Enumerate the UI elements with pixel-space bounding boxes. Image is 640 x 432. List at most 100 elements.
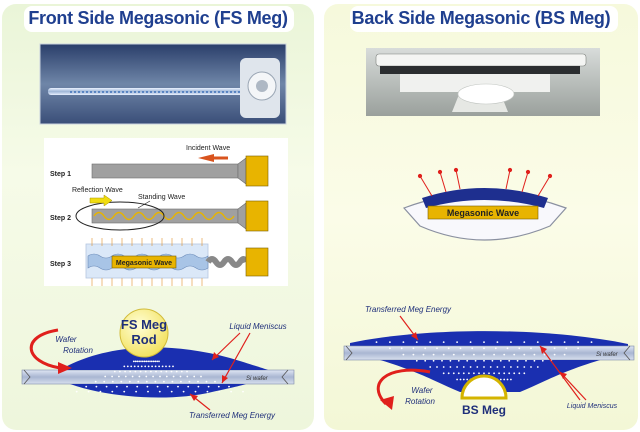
bs-energy-dot bbox=[447, 372, 450, 375]
bs-energy-dot bbox=[483, 353, 485, 356]
fs-energy-dot bbox=[132, 360, 135, 363]
fs-energy-dot bbox=[186, 375, 189, 378]
fs-energy-dot bbox=[156, 385, 159, 388]
bs-energy-dot bbox=[457, 372, 460, 375]
bs-energy-dot bbox=[506, 347, 509, 350]
bs-energy-dot bbox=[510, 366, 512, 368]
fs-energy-dot bbox=[154, 365, 157, 368]
bs-liquid-meniscus-label: Liquid Meniscus bbox=[567, 403, 618, 410]
fs-energy-dot bbox=[155, 370, 157, 373]
bs-wave-arrow-head bbox=[547, 173, 553, 179]
bs-energy-dot bbox=[523, 366, 526, 368]
bs-energy-dot bbox=[496, 366, 499, 368]
bs-energy-dot bbox=[462, 353, 465, 356]
bs-energy-dot bbox=[513, 353, 516, 356]
fs-energy-dot bbox=[165, 370, 168, 373]
bs-energy-dot bbox=[469, 341, 472, 343]
bs-si-wafer-label: Si wafer bbox=[596, 352, 619, 358]
fs-energy-dot bbox=[150, 360, 153, 363]
step-diagram: Step 1 Step 2 Step 3 Incident Wave Refle… bbox=[44, 138, 288, 286]
bs-energy-dot bbox=[471, 347, 474, 350]
fs-energy-dot bbox=[193, 375, 196, 378]
bs-energy-dot bbox=[452, 372, 455, 375]
bs-energy-dot bbox=[483, 372, 485, 375]
bs-energy-dot bbox=[459, 347, 462, 350]
fs-energy-dot bbox=[242, 390, 244, 393]
fs-energy-dot bbox=[165, 365, 167, 368]
fs-energy-dot bbox=[151, 365, 154, 368]
bs-energy-dot bbox=[577, 347, 579, 350]
bs-energy-dot bbox=[493, 372, 495, 375]
bs-energy-dot bbox=[400, 347, 403, 350]
fs-energy-dot bbox=[135, 390, 138, 393]
fs-energy-dot bbox=[145, 360, 148, 363]
fs-energy-dot bbox=[124, 370, 126, 373]
fs-energy-dot bbox=[134, 370, 137, 373]
fs-energy-dot bbox=[152, 360, 155, 363]
bs-energy-dot bbox=[456, 341, 458, 343]
bs-energy-dot bbox=[442, 341, 445, 343]
bs-wave-arrow-head bbox=[453, 167, 459, 173]
bs-energy-dot bbox=[536, 366, 539, 368]
bs-energy-dot bbox=[432, 359, 435, 362]
bs-wafer-line1: Wafer bbox=[411, 386, 433, 395]
fs-energy-dot bbox=[168, 365, 171, 368]
fs-energy-dot bbox=[194, 390, 197, 393]
fs-energy-dot bbox=[230, 390, 233, 393]
bs-energy-dot bbox=[553, 353, 556, 356]
fs-meniscus-bottom bbox=[70, 384, 246, 398]
fs-energy-dot bbox=[126, 365, 129, 368]
bs-energy-dot bbox=[389, 341, 391, 343]
fs-energy-dot bbox=[126, 385, 128, 388]
fs-energy-dot bbox=[111, 375, 113, 378]
fs-energy-dot bbox=[138, 360, 141, 363]
bs-wave-arrow-head bbox=[437, 169, 443, 175]
fs-energy-dot bbox=[128, 380, 131, 383]
fs-energy-dot bbox=[136, 360, 139, 363]
bs-wave-arrow bbox=[439, 171, 447, 193]
fs-energy-dot bbox=[146, 385, 149, 388]
fs-energy-dot bbox=[158, 390, 161, 393]
bs-energy-dot bbox=[533, 353, 536, 356]
step-2-label: Step 2 bbox=[50, 215, 71, 222]
bs-energy-dot bbox=[533, 359, 536, 362]
bs-transferred-label: Transferred Meg Energy bbox=[365, 305, 452, 314]
step3-megasonic-label: Megasonic Wave bbox=[116, 260, 172, 267]
bs-energy-dot bbox=[389, 347, 391, 350]
bs-energy-dot bbox=[503, 353, 506, 356]
bs-energy-dot bbox=[494, 347, 497, 350]
bs-si-wafer bbox=[343, 345, 635, 361]
bs-energy-dot bbox=[518, 372, 521, 375]
fs-energy-dot bbox=[145, 380, 148, 383]
fs-energy-dot bbox=[159, 375, 161, 378]
fs-energy-dot bbox=[207, 385, 210, 388]
bs-energy-dot bbox=[375, 341, 378, 343]
fs-meg-rod bbox=[119, 308, 169, 358]
bs-energy-dot bbox=[462, 366, 465, 368]
step-3-label: Step 3 bbox=[50, 261, 71, 268]
step-1-label: Step 1 bbox=[50, 171, 71, 178]
bs-energy-dot bbox=[412, 353, 415, 356]
fs-rod-line1: FS Meg bbox=[121, 317, 167, 332]
bs-energy-dot bbox=[432, 353, 435, 356]
transducer-3 bbox=[245, 247, 269, 277]
fs-energy-dot bbox=[147, 390, 149, 393]
bs-energy-dot bbox=[483, 366, 485, 368]
bs-wave-arrow bbox=[455, 169, 461, 190]
fs-energy-dot bbox=[144, 365, 147, 368]
bs-energy-dot bbox=[518, 347, 521, 350]
bs-energy-dot bbox=[429, 341, 432, 343]
bs-energy-dot bbox=[452, 353, 455, 356]
bs-energy-dot bbox=[476, 366, 479, 368]
bs-energy-dot bbox=[457, 359, 460, 362]
bs-energy-dot bbox=[499, 378, 502, 381]
fs-energy-dot bbox=[130, 365, 133, 368]
fs-energy-dot bbox=[120, 380, 123, 383]
fs-energy-dot bbox=[163, 380, 165, 383]
fs-energy-dot bbox=[158, 360, 160, 363]
bs-energy-dot bbox=[508, 372, 511, 375]
fs-energy-dot bbox=[200, 375, 202, 378]
left-title: Front Side Megasonic (FS Meg) bbox=[28, 8, 288, 28]
fs-energy-dot bbox=[136, 385, 139, 388]
